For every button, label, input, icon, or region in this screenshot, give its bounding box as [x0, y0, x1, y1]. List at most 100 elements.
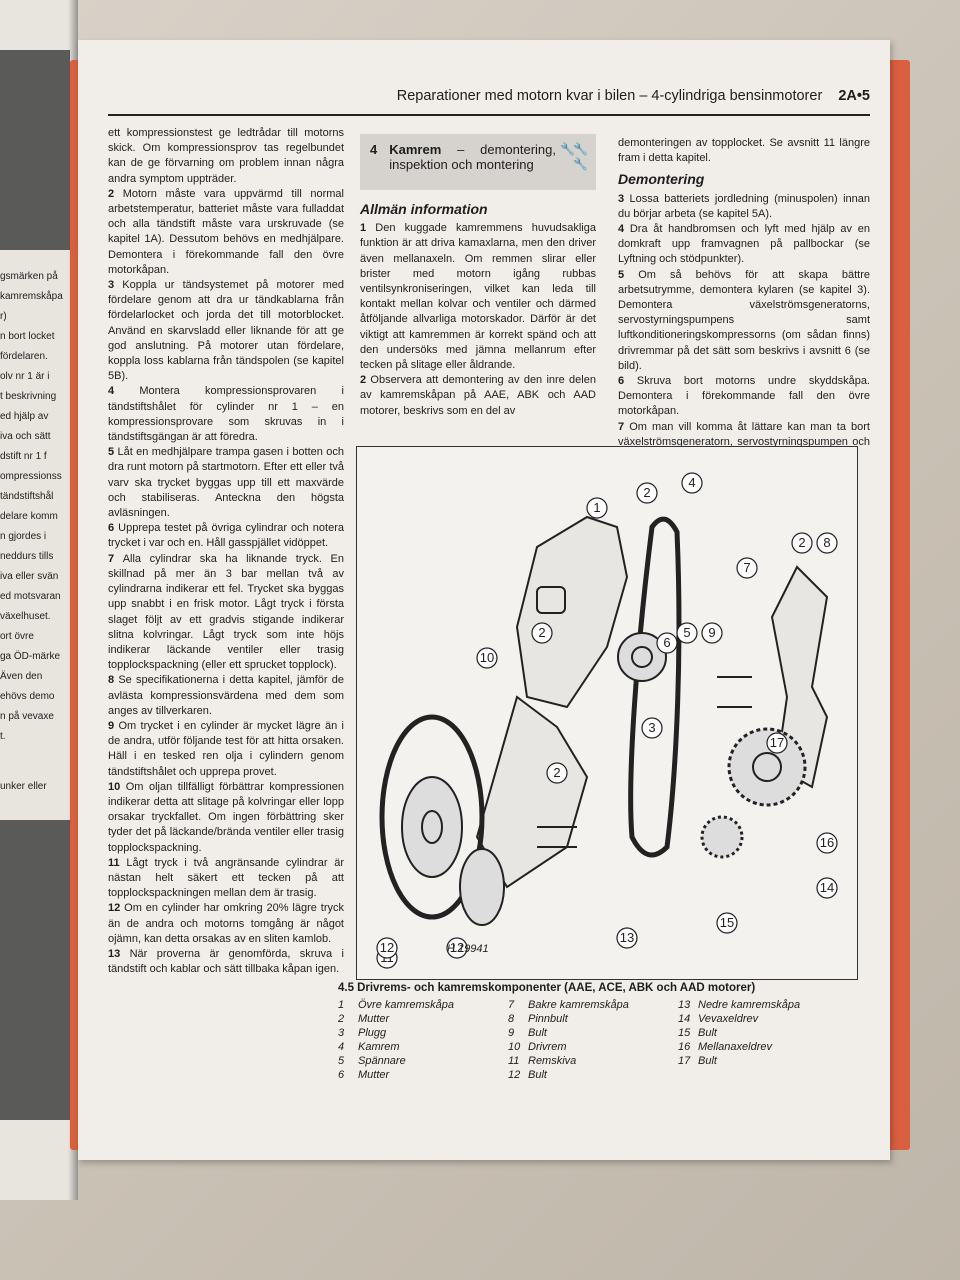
callout-label: 2 — [643, 485, 650, 500]
callout-circle — [586, 497, 608, 519]
section-title: Kamrem – demontering, inspektion och mon… — [389, 142, 556, 172]
paragraph: 7 Alla cylindrar ska ha liknande tryck. … — [108, 552, 344, 672]
callout-circle — [476, 647, 498, 669]
previous-page-fragment: t. — [0, 731, 6, 742]
previous-page-fragment: n på vevaxe — [0, 711, 54, 722]
callout-circle — [736, 557, 758, 579]
column-1: ett kompressionstest ge ledtrådar till m… — [108, 126, 344, 977]
paragraph: ett kompressionstest ge ledtrådar till m… — [108, 127, 344, 185]
callout-circle — [531, 622, 553, 644]
previous-page-fragment: iva och sätt — [0, 431, 51, 442]
callout-label: 17 — [770, 735, 784, 750]
callout-circle — [816, 877, 838, 899]
callout-label: 6 — [663, 635, 670, 650]
subheading-removal: Demontering — [618, 171, 705, 188]
caption-title: Drivrems- och kamremskomponenter (AAE, A… — [357, 982, 756, 994]
column-2: 4 Kamrem – demontering, inspektion och m… — [360, 134, 596, 419]
callout-circle — [816, 832, 838, 854]
callout-label: 13 — [620, 930, 634, 945]
callout-circle — [766, 732, 788, 754]
page-header: Reparationer med motorn kvar i bilen – 4… — [108, 88, 870, 104]
paragraph: 6 Skruva bort motorns undre skyddskåpa. … — [618, 375, 870, 418]
callout-circle — [791, 532, 813, 554]
callout-circle — [816, 532, 838, 554]
spanner-difficulty-icon: 🔧🔧🔧 — [560, 142, 588, 171]
previous-page-fragment: fördelaren. — [0, 351, 48, 362]
paragraph: 4 Montera kompressionsprovaren i tändsti… — [108, 385, 344, 444]
paragraph: 5 Om så behövs för att skapa bättre arbe… — [618, 268, 870, 372]
callout-circle — [636, 482, 658, 504]
figure-code: H.19941 — [447, 943, 489, 955]
previous-page-fragment: ed hjälp av — [0, 411, 49, 422]
callout-circle — [641, 717, 663, 739]
previous-page-fragment: Även den — [0, 671, 43, 682]
previous-page-fragment: växelhuset. — [0, 611, 51, 622]
paragraph: 5 Låt en medhjälpare trampa gasen i bott… — [108, 446, 344, 520]
callout-label: 16 — [820, 835, 834, 850]
paragraph: 1 Den kuggade kamremmens huvudsakliga fu… — [360, 222, 596, 372]
callout-circle — [446, 937, 468, 959]
subheading-general-info: Allmän information — [360, 201, 488, 217]
previous-page-fragment: gsmärken på — [0, 271, 58, 282]
header-title: Reparationer med motorn kvar i bilen – 4… — [396, 88, 823, 104]
callout-label: 9 — [708, 625, 715, 640]
timing-belt-diagram: 122223456789101112121314151617 H.19941 — [376, 472, 838, 969]
paragraph: 9 Om trycket i en cylinder är mycket läg… — [108, 719, 344, 778]
previous-page-fragment: ompressionss — [0, 471, 62, 482]
callout-circle — [676, 622, 698, 644]
callout-circle — [681, 472, 703, 494]
callout-circle — [656, 632, 678, 654]
previous-page-fragment: neddurs tills — [0, 551, 54, 562]
paragraph: 4 Dra åt handbromsen och lyft med hjälp … — [618, 223, 870, 266]
callout-circle — [616, 927, 638, 949]
paragraph: 12 Om en cylinder har omkring 20% lägre … — [108, 902, 345, 945]
previous-page-fragment: t beskrivning — [0, 391, 57, 402]
paragraph: 2 Motorn måste vara uppvärmd till normal… — [108, 187, 344, 276]
paragraph: 11 Lågt tryck i två angränsande cylindra… — [108, 856, 345, 900]
paragraph: 13 När proverna är genomförda, skruva i … — [108, 947, 344, 976]
page-number: 2A•5 — [838, 88, 870, 104]
callout-label: 1 — [593, 500, 600, 515]
previous-page-fragment: r) — [0, 311, 7, 322]
callout-label: 14 — [820, 880, 834, 895]
previous-page-fragment: kamremskåpa — [0, 291, 63, 302]
callout-label: 4 — [688, 475, 695, 490]
callout-label: 2 — [553, 765, 560, 780]
callout-label: 12 — [380, 940, 394, 955]
callout-circle — [546, 762, 568, 784]
caption-number: 4.5 — [338, 982, 354, 994]
paragraph: 8 Se specifikationerna i detta kapitel, … — [108, 674, 344, 717]
callout-label: 2 — [798, 535, 805, 550]
col3-intro: demonteringen av topplocket. Se avsnitt … — [618, 137, 870, 165]
previous-page-fragment: unker eller — [0, 781, 47, 792]
paragraph: 6 Upprepa testet på övriga cylindrar och… — [108, 522, 344, 550]
previous-page-fragment: delare komm — [0, 511, 58, 522]
callout-circle — [716, 912, 738, 934]
callout-label: 7 — [743, 560, 750, 575]
paragraph: 10 Om oljan tillfälligt förbättrar kompr… — [108, 780, 344, 854]
paragraph: 3 Lossa batteriets jordledning (minuspol… — [618, 192, 870, 220]
header-rule — [108, 114, 870, 116]
previous-page-fragment: tändstiftshål — [0, 491, 54, 502]
callout-circle — [376, 937, 398, 959]
callout-circle — [701, 622, 723, 644]
paragraph: 3 Koppla ur tändsystemet på motorer med … — [108, 279, 344, 383]
callout-label: 12 — [450, 940, 464, 955]
